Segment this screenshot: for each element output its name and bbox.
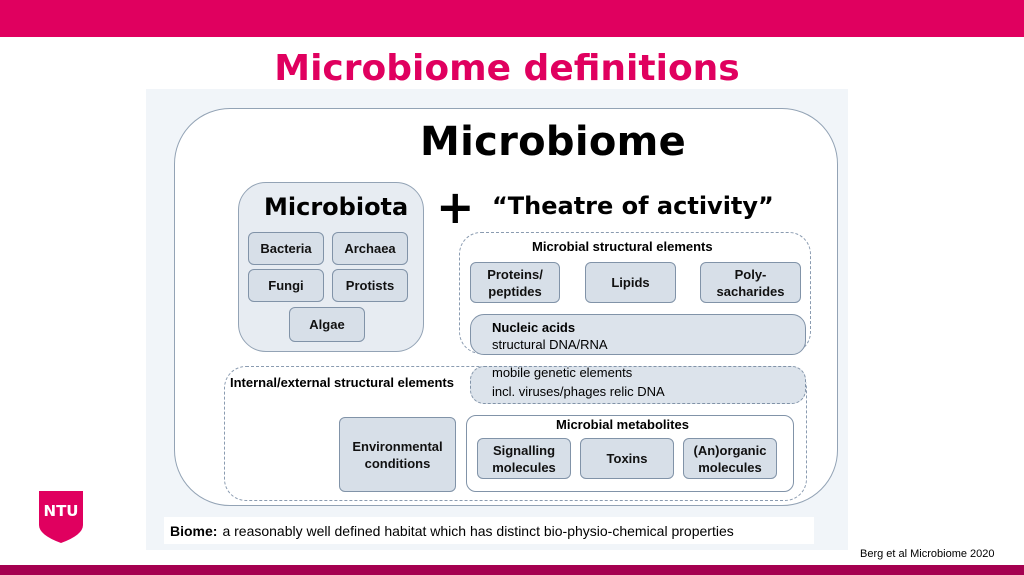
nucleic-acids-subtitle: structural DNA/RNA [492, 337, 608, 352]
microbiota-item-algae: Algae [289, 307, 365, 342]
nucleic-acids-title: Nucleic acids [492, 320, 576, 335]
diagram-title: Microbiome [420, 119, 687, 165]
internal-external-title: Internal/external structural elements [230, 375, 454, 390]
metabolite-item-toxins: Toxins [580, 438, 674, 479]
nucleic-acids-box [470, 314, 806, 355]
metabolite-item-organic: (An)organic molecules [683, 438, 777, 479]
mobile-genetic-elements-box [470, 366, 806, 404]
ntu-logo-text: NTU [44, 502, 79, 520]
citation: Berg et al Microbiome 2020 [860, 548, 995, 560]
structural-item-proteins: Proteins/ peptides [470, 262, 560, 303]
theatre-of-activity-label: “Theatre of activity” [492, 192, 774, 220]
mobile-genetic-elements-line2: incl. viruses/phages relic DNA [492, 384, 665, 399]
top-accent-bar [0, 0, 1024, 37]
microbiota-title: Microbiota [264, 193, 409, 221]
metabolite-item-signalling: Signalling molecules [477, 438, 571, 479]
microbiota-item-archaea: Archaea [332, 232, 408, 265]
mobile-genetic-elements-line1: mobile genetic elements [492, 365, 633, 380]
microbiome-diagram: Microbiome Microbiota Bacteria Archaea F… [146, 89, 848, 550]
microbiota-item-bacteria: Bacteria [248, 232, 324, 265]
bottom-accent-bar [0, 565, 1024, 575]
structural-item-lipids: Lipids [585, 262, 676, 303]
environmental-conditions-box: Environmental conditions [339, 417, 456, 492]
microbiota-item-protists: Protists [332, 269, 408, 302]
biome-definition: Biome: a reasonably well defined habitat… [164, 517, 814, 544]
biome-term: Biome: [170, 522, 218, 539]
slide-title: Microbiome definitions [274, 48, 740, 89]
structural-item-polysaccharides: Poly- sacharides [700, 262, 801, 303]
plus-sign: + [436, 180, 475, 234]
microbiota-item-fungi: Fungi [248, 269, 324, 302]
biome-definition-text: a reasonably well defined habitat which … [222, 522, 734, 539]
structural-elements-title: Microbial structural elements [532, 239, 713, 254]
metabolites-title: Microbial metabolites [556, 417, 689, 432]
ntu-logo: NTU [39, 491, 83, 543]
